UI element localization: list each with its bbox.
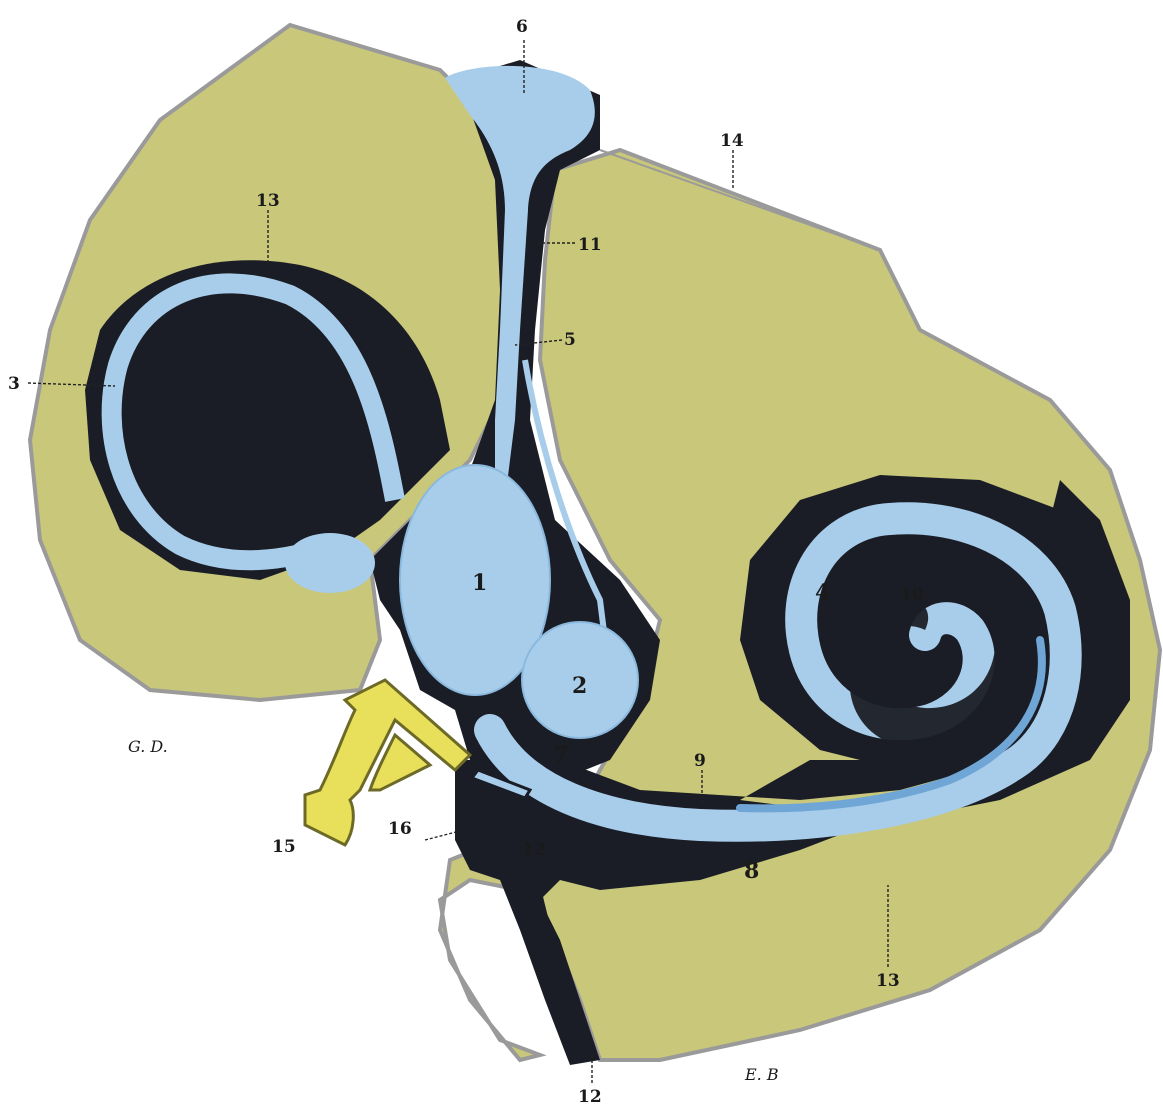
label-11: 11 xyxy=(578,235,602,255)
credit-right: E. B xyxy=(744,1065,779,1084)
label-13-top: 13 xyxy=(256,191,280,211)
label-8: 8 xyxy=(744,858,759,884)
ampulla xyxy=(285,533,375,593)
label-6: 6 xyxy=(516,17,528,37)
label-4: 4 xyxy=(815,580,830,606)
label-14: 14 xyxy=(720,131,744,151)
label-9: 9 xyxy=(694,751,706,771)
leader-16 xyxy=(425,832,456,840)
label-7: 7 xyxy=(553,742,568,768)
label-1: 1 xyxy=(472,570,487,596)
label-15: 15 xyxy=(272,837,296,857)
label-2: 2 xyxy=(572,673,587,699)
label-12-bottom: 12 xyxy=(578,1087,602,1107)
label-12-middle: 12 xyxy=(522,840,546,860)
label-5: 5 xyxy=(564,330,576,350)
label-13-bottom: 13 xyxy=(876,971,900,991)
label-10: 10 xyxy=(900,585,924,605)
label-16: 16 xyxy=(388,819,412,839)
label-3: 3 xyxy=(8,374,20,394)
credit-left: G. D. xyxy=(128,737,168,756)
